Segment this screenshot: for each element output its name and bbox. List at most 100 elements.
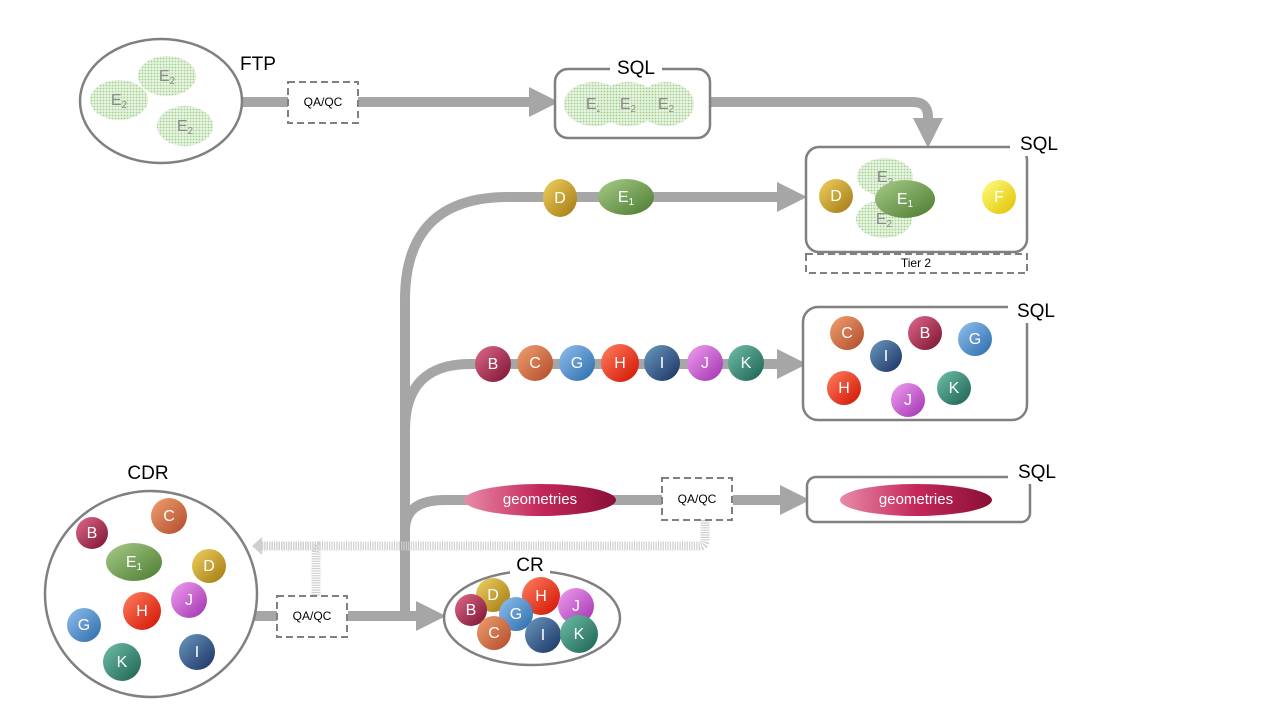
qa-label-geom: QA/QC — [678, 492, 717, 506]
entity-e2-ftp: E2 — [157, 106, 213, 146]
geometries-pill-sql: geometries — [840, 484, 992, 516]
entity-g-cdr: G — [67, 608, 101, 642]
entity-letter: H — [136, 603, 148, 620]
sql-tier2-label: SQL — [1020, 134, 1058, 155]
cr-label: CR — [516, 555, 543, 576]
entity-j-cdr: J — [171, 582, 207, 618]
tier2-dashed-box — [805, 253, 1028, 274]
entity-k-cr: K — [560, 615, 598, 653]
entity-letter: G — [78, 617, 90, 634]
entity-letter: D — [830, 188, 842, 205]
entity-letter: G — [510, 606, 522, 623]
entity-j-cr: J — [558, 588, 594, 624]
entity-letter: C — [841, 325, 853, 342]
entity-g-chain: G — [559, 345, 595, 381]
entity-letter: H — [535, 588, 547, 605]
entity-letter: I — [195, 644, 199, 661]
entity-letter: I — [884, 348, 888, 365]
entity-b-sqlent: B — [908, 316, 942, 350]
geometries-label-sql: geometries — [879, 491, 953, 508]
entity-letter: C — [163, 508, 175, 525]
entity-e1-tier2: E1 — [875, 180, 935, 218]
entity-letter: D — [487, 587, 499, 604]
entity-d-tier2: D — [819, 179, 853, 213]
entity-i-chain: I — [644, 345, 680, 381]
branch-to-entities — [400, 349, 807, 431]
tier2-label: Tier 2 — [901, 256, 932, 270]
qa-box-cdr: QA/QC — [276, 595, 348, 638]
entity-h-chain: H — [601, 344, 639, 382]
entity-letter: C — [488, 625, 500, 642]
entity-h-sqlent: H — [827, 371, 861, 405]
entity-d-cdr: D — [192, 549, 226, 583]
sql-top-label-bg — [610, 58, 662, 78]
entity-letter: I — [660, 355, 664, 372]
entity-letter: J — [701, 355, 709, 372]
entity-letter: G — [571, 355, 583, 372]
entity-letter: C — [529, 355, 541, 372]
sql-geom-label-bg — [1008, 462, 1060, 484]
entity-c-sqlent: C — [830, 316, 864, 350]
entity-letter: K — [949, 380, 960, 397]
entity-c-cdr: C — [151, 498, 187, 534]
qa-box-ftp: QA/QC — [287, 81, 359, 124]
sql-entities-label: SQL — [1017, 301, 1055, 322]
sql-geom-label: SQL — [1018, 462, 1056, 483]
trunk-to-d-e1 — [400, 182, 807, 612]
entity-letter: B — [488, 356, 499, 373]
entity-e2-sqltop: E2 — [638, 82, 694, 126]
entity-i-sqlent: I — [870, 340, 902, 372]
entity-letter: D — [554, 190, 566, 207]
entity-i-cdr: I — [179, 634, 215, 670]
sql-top-label: SQL — [617, 58, 655, 79]
entity-g-sqlent: G — [958, 322, 992, 356]
cdr-label: CDR — [127, 463, 168, 484]
entity-letter: J — [185, 592, 193, 609]
entity-e2-ftp: E2 — [90, 80, 148, 120]
entity-letter: H — [838, 380, 850, 397]
branch-to-geometries — [400, 495, 662, 531]
geometries-label-branch: geometries — [503, 491, 577, 508]
entity-k-cdr: K — [103, 643, 141, 681]
qa-label-cdr: QA/QC — [293, 609, 332, 623]
entity-d-line1: D — [543, 179, 577, 217]
qa-label-ftp: QA/QC — [304, 95, 343, 109]
entity-e1-line1: E1 — [598, 179, 654, 215]
entity-letter: B — [466, 602, 477, 619]
entity-letter: J — [904, 392, 912, 409]
entity-letter: F — [994, 189, 1004, 206]
cr-label-bg — [510, 556, 550, 576]
entity-letter: B — [87, 525, 98, 542]
entity-b-cr: B — [455, 594, 487, 626]
entity-letter: K — [117, 654, 128, 671]
entity-letter: J — [572, 598, 580, 615]
entity-k-sqlent: K — [937, 371, 971, 405]
sql-entities-label-bg — [1008, 301, 1060, 323]
ftp-label: FTP — [240, 54, 276, 75]
geometries-pill-branch: geometries — [464, 484, 616, 516]
connectors — [243, 87, 978, 631]
entity-letter: B — [920, 325, 931, 342]
entity-letter: I — [541, 627, 545, 644]
entity-nodes: E2E2E2E2E2E2E2E2DE1FDE1BCGHIJKCBGIHKJBCE… — [67, 56, 1016, 681]
entity-j-chain: J — [687, 345, 723, 381]
arrow-sql-top-to-tier2 — [711, 97, 943, 148]
cdr-label-bg — [122, 462, 178, 484]
entity-e2-ftp: E2 — [138, 56, 196, 96]
qa-box-geom: QA/QC — [661, 477, 733, 521]
sql-tier2-label-bg — [1010, 134, 1060, 156]
entity-e1-cdr: E1 — [106, 543, 162, 581]
cdr-container — [43, 489, 259, 699]
feedback-arrow — [252, 520, 710, 610]
entity-b-cdr: B — [76, 517, 108, 549]
entity-letter: K — [574, 626, 585, 643]
entity-c-cr: C — [477, 616, 511, 650]
entity-letter: D — [203, 558, 215, 575]
entity-h-cdr: H — [123, 592, 161, 630]
entity-h-cr: H — [522, 577, 560, 615]
entity-letter: G — [969, 331, 981, 348]
entity-letter: H — [614, 355, 626, 372]
entity-letter: K — [741, 355, 752, 372]
entity-b-chain: B — [475, 346, 511, 382]
